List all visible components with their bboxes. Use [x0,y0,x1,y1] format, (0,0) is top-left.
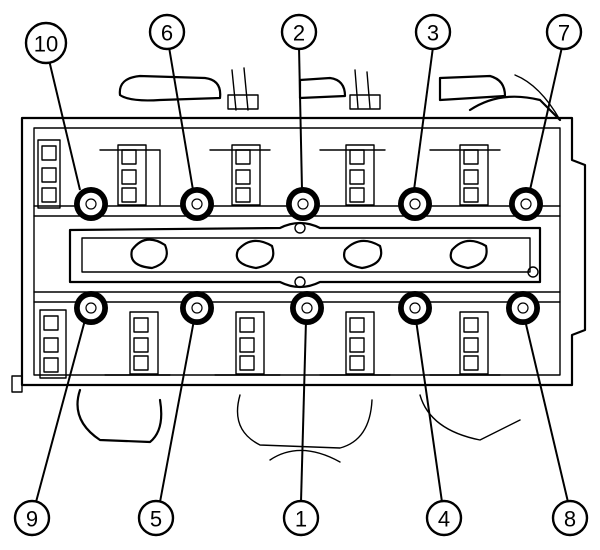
callout-1-label: 1 [295,507,307,532]
bolt-6 [180,187,214,221]
bolt-9 [74,291,108,325]
cylinder-head-outline [11,67,587,463]
callout-7-label: 7 [558,21,570,46]
callout-2-label: 2 [293,21,305,46]
callout-6-label: 6 [161,21,173,46]
callout-9-label: 9 [26,507,38,532]
callout-5-label: 5 [150,507,162,532]
callout-3: 3 [414,13,452,51]
callout-10: 10 [24,21,68,65]
callout-7: 7 [545,13,583,51]
bolt-4 [398,291,432,325]
callout-6: 6 [148,13,186,51]
callout-4: 4 [425,499,463,537]
callout-3-label: 3 [427,21,439,46]
bolt-8 [506,291,540,325]
bolt-3 [398,187,432,221]
head-bolts [74,187,543,325]
callout-1: 1 [282,499,320,537]
callout-8-label: 8 [564,507,576,532]
leader-lines [35,46,569,503]
callout-2: 2 [280,13,318,51]
bolt-2 [286,187,320,221]
bolt-7 [509,187,543,221]
bolt-10 [74,187,108,221]
callout-8: 8 [551,499,589,537]
callout-9: 9 [13,499,51,537]
callout-10-label: 10 [34,32,58,57]
callout-5: 5 [137,499,175,537]
callout-4-label: 4 [438,507,450,532]
bolt-1 [290,291,324,325]
bolt-5 [180,291,214,325]
